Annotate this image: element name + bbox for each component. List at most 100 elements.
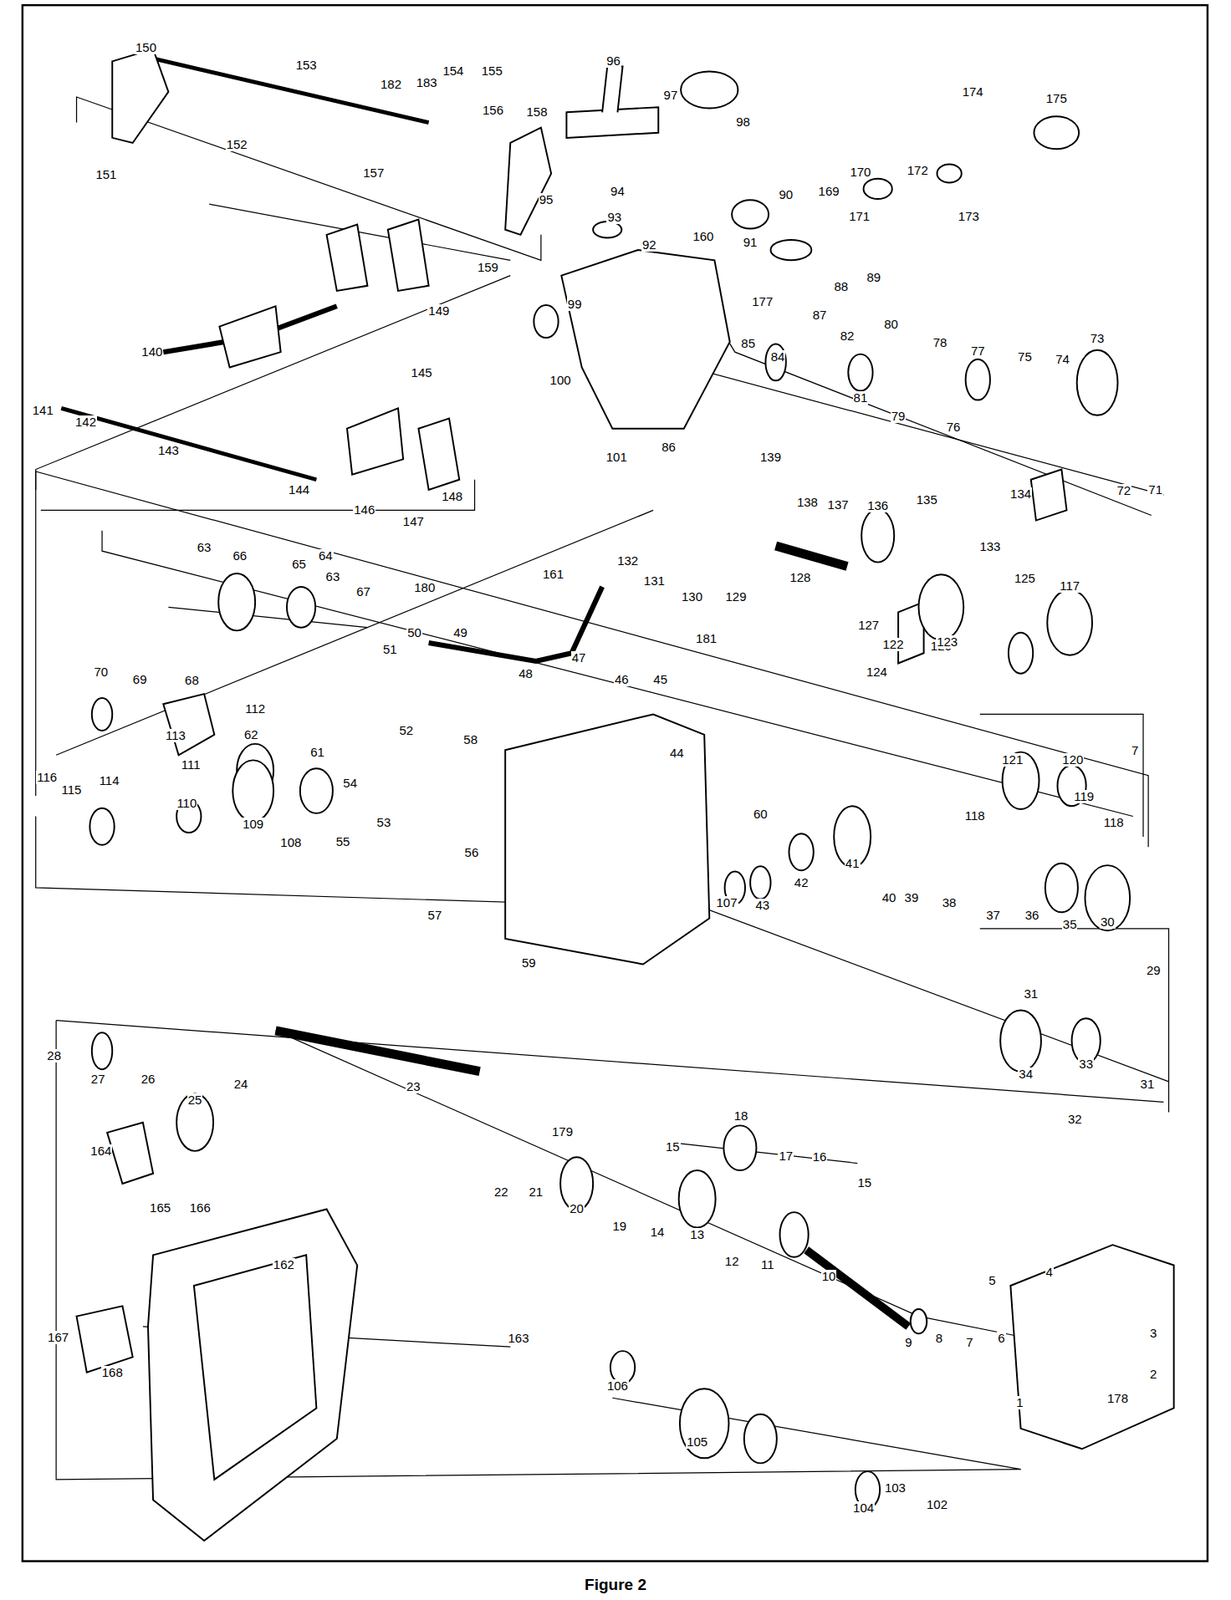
callout-number: 142	[74, 415, 98, 430]
callout-number: 155	[480, 64, 504, 78]
callout-number: 116	[35, 771, 58, 785]
callout-number: 175	[1045, 91, 1068, 106]
callout-number: 132	[616, 554, 639, 568]
callout-number: 161	[541, 567, 565, 582]
callout-number: 121	[1001, 753, 1024, 767]
callout-number: 49	[452, 626, 469, 640]
callout-number: 118	[1103, 816, 1125, 830]
callout-number: 35	[1062, 918, 1078, 932]
callout-number: 50	[406, 626, 423, 640]
callout-number: 33	[1077, 1057, 1094, 1072]
callout-number: 40	[881, 891, 898, 905]
callout-number: 30	[1099, 915, 1116, 930]
callout-number: 6	[996, 1332, 1006, 1346]
callout-number: 168	[101, 1366, 124, 1380]
callout-number: 81	[853, 391, 869, 405]
callout-number: 55	[335, 835, 352, 849]
callout-number: 86	[660, 440, 677, 455]
callout-number: 91	[742, 235, 759, 250]
callout-number: 140	[140, 345, 164, 359]
callout-number: 108	[279, 836, 302, 850]
callout-number: 128	[788, 571, 812, 585]
callout-number: 118	[964, 809, 986, 823]
callout-number: 63	[325, 570, 342, 584]
callout-number: 80	[883, 317, 899, 332]
callout-number: 47	[571, 651, 588, 665]
callout-number: 62	[243, 728, 260, 742]
callout-number: 3	[1149, 1327, 1158, 1341]
callout-number: 57	[427, 909, 444, 923]
callout-number: 159	[476, 260, 500, 275]
callout-number: 31	[1022, 987, 1039, 1002]
callout-number: 64	[317, 549, 334, 563]
callout-number: 110	[175, 796, 198, 811]
callout-number: 16	[812, 1150, 828, 1165]
callout-number: 148	[440, 490, 464, 504]
callout-number: 160	[691, 229, 715, 244]
callout-number: 134	[1009, 487, 1032, 501]
callout-number: 7	[965, 1336, 974, 1350]
callout-number: 56	[464, 846, 481, 860]
callout-number: 5	[987, 1274, 997, 1288]
callout-number: 135	[915, 493, 939, 507]
callout-number: 63	[196, 541, 213, 555]
callout-number: 157	[362, 166, 385, 180]
callout-number: 39	[904, 891, 920, 905]
callout-number: 74	[1054, 352, 1071, 367]
callout-number: 117	[1058, 579, 1081, 593]
callout-number: 95	[538, 193, 555, 207]
callout-number: 112	[244, 702, 266, 716]
callout-number: 72	[1115, 484, 1132, 498]
callout-number: 115	[60, 783, 82, 797]
callout-number: 125	[1013, 572, 1037, 586]
callout-number: 22	[493, 1185, 510, 1200]
callout-number: 13	[689, 1228, 705, 1242]
callout-number: 11	[760, 1258, 776, 1272]
callout-number: 172	[906, 163, 930, 178]
callout-number: 18	[733, 1109, 750, 1124]
callout-number: 99	[566, 297, 583, 312]
callout-number: 166	[188, 1201, 212, 1216]
callout-number: 93	[606, 210, 623, 225]
callout-number: 141	[31, 403, 55, 418]
callout-number: 79	[890, 409, 907, 424]
callout-number: 71	[1147, 483, 1164, 497]
callout-number: 76	[945, 420, 962, 435]
callout-number: 182	[379, 77, 403, 92]
callout-number: 119	[1072, 790, 1095, 804]
callout-number: 48	[517, 667, 534, 681]
callout-number: 20	[568, 1202, 585, 1216]
callout-number: 59	[521, 956, 537, 971]
callout-number: 120	[1061, 753, 1084, 767]
callout-number: 174	[961, 85, 985, 99]
callout-number: 104	[852, 1501, 875, 1516]
callout-number: 43	[754, 898, 771, 913]
callout-number: 52	[398, 724, 414, 738]
callout-number: 124	[865, 665, 889, 680]
callout-number: 149	[427, 304, 450, 318]
callout-number: 92	[641, 238, 658, 252]
callout-number: 162	[272, 1258, 296, 1272]
callout-number: 82	[839, 329, 856, 343]
callout-number: 170	[848, 165, 872, 179]
callout-number: 127	[857, 618, 880, 633]
callout-number: 24	[233, 1077, 250, 1092]
callout-number: 69	[132, 673, 149, 687]
callout-number: 85	[740, 337, 756, 351]
callout-number: 73	[1089, 332, 1106, 346]
callout-number: 94	[609, 184, 626, 199]
callout-number: 123	[935, 635, 959, 649]
callout-number: 14	[649, 1225, 666, 1240]
callout-number: 8	[934, 1332, 944, 1346]
callout-number: 158	[526, 105, 549, 119]
callout-number: 169	[817, 184, 841, 199]
callout-number: 23	[405, 1080, 422, 1094]
callout-number: 60	[752, 807, 769, 822]
callout-number: 17	[777, 1149, 794, 1164]
callout-number: 109	[241, 817, 265, 832]
callout-number: 38	[941, 896, 958, 910]
callout-number: 107	[715, 896, 739, 910]
callout-number: 147	[402, 515, 425, 529]
callout-number: 111	[180, 758, 202, 772]
figure-caption: Figure 2	[584, 1576, 647, 1595]
